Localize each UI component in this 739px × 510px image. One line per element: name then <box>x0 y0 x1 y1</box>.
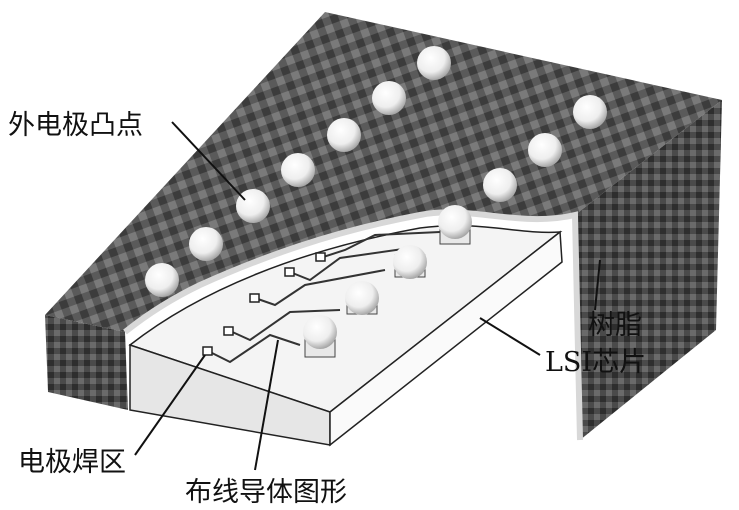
label-lsi-chip: LSI芯片 <box>545 347 647 378</box>
label-wiring-pattern: 布线导体图形 <box>185 477 347 508</box>
leader-lines <box>134 121 601 471</box>
lsi-chip-side <box>329 230 563 447</box>
resin-side-face <box>575 100 722 440</box>
label-external-bump: 外电极凸点 <box>8 110 143 141</box>
inner-bumps <box>303 205 472 358</box>
wiring-pattern <box>209 231 441 364</box>
electrode-pads <box>202 252 326 356</box>
label-electrode-pad: 电极焊区 <box>18 447 126 478</box>
external-bumps <box>145 46 607 297</box>
resin-front-face <box>45 315 128 410</box>
label-resin: 树脂 <box>588 310 642 341</box>
lsi-chip-top <box>128 224 563 413</box>
